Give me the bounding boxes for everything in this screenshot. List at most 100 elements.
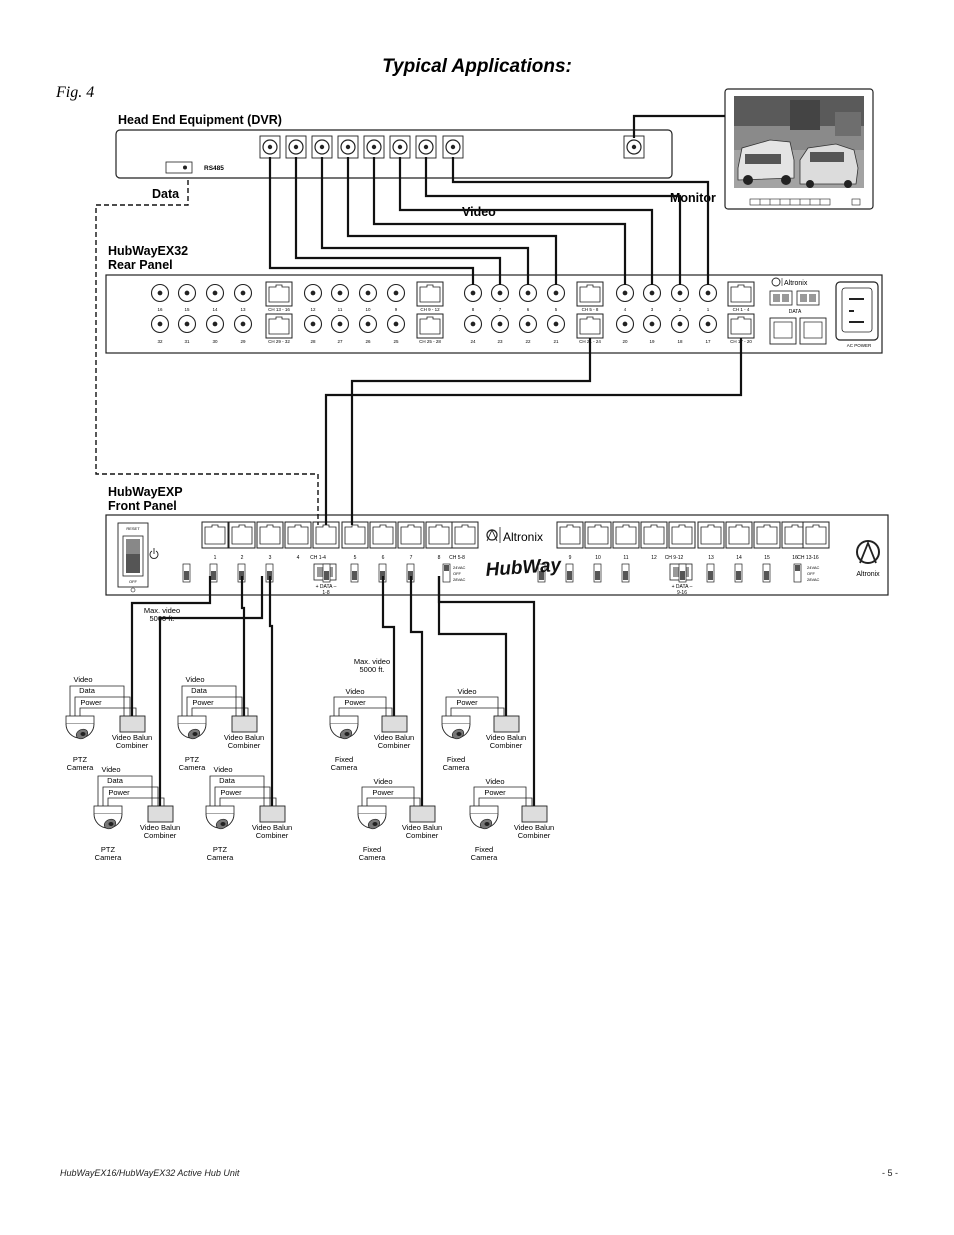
video-wire-label: Video [373,777,392,786]
balun-label-2: Combiner [378,741,411,750]
data-1-8-label: + DATA – [316,584,337,590]
dvr-bnc-4 [337,135,359,159]
ac-power-label: AC POWER [847,343,872,348]
front-right-channel-switch-5[interactable] [678,563,687,583]
rear-bottom-label: 29 [240,339,246,344]
voltage-option-label: 28VAC [807,577,819,582]
front-left-voltage-switch[interactable] [442,563,451,583]
front-right-channel-switch-8[interactable] [762,563,771,583]
video-wire-label: Video [185,675,204,684]
dvr-bnc-1 [259,135,281,159]
rear-bottom-label: 22 [525,339,531,344]
balun-label: Video Balun [224,733,264,742]
rear-top-label: 16 [157,307,163,312]
front-left-rj45-7 [397,521,425,549]
rear-bottom-label: 20 [622,339,628,344]
rear-bnc-bottom-2 [205,314,225,334]
balun-label-2: Combiner [490,741,523,750]
power-wire-label: Power [484,788,506,797]
rear-bnc-top-5 [303,283,323,303]
front-right-label: 13 [708,555,714,561]
front-left-channel-switch-1[interactable] [209,563,218,583]
rear-top-label: 4 [624,307,627,312]
rear-rj45-top-14 [576,281,604,307]
reset-label: RESET [126,526,140,531]
front-right-label: CH 13-16 [797,555,819,561]
monitor-screen-image [734,96,864,188]
camera-cable [158,576,264,806]
front-right-channel-switch-6[interactable] [706,563,715,583]
rear-bnc-top-8 [386,283,406,303]
camera-wires [209,775,277,806]
ac-power-socket [835,281,879,341]
rear-top-label: CH 13 - 16 [268,307,290,312]
front-left-rj45-3 [284,521,312,549]
video-wire-label: Video [485,777,504,786]
rear-top-label: 13 [240,307,246,312]
footer-left: HubWayEX16/HubWayEX32 Active Hub Unit [60,1168,240,1178]
camera-wires [333,696,393,716]
video-wire-label: Video [73,675,92,684]
power-wire-label: Power [80,698,102,707]
rear-top-label: 9 [395,307,398,312]
balun-label: Video Balun [514,823,554,832]
front-right-channel-switch-1[interactable] [565,563,574,583]
front-right-voltage-switch[interactable] [793,563,802,583]
camera-type-label: Fixed [363,845,381,854]
front-left-channel-switch-5[interactable] [322,563,331,583]
balun-label-2: Combiner [144,831,177,840]
rear-bnc-top-2 [205,283,225,303]
figure-label: Fig. 4 [55,84,94,101]
balun-label: Video Balun [402,823,442,832]
rear-bottom-label: 28 [310,339,316,344]
front-left-rj45-9 [451,521,479,549]
data-wire-label: Data [79,686,96,695]
rear-top-label: CH 9 - 12 [420,307,440,312]
camera-cable [437,576,536,806]
rear-bottom-label: 26 [365,339,371,344]
power-wire-label: Power [220,788,242,797]
rear-bnc-top-15 [615,283,635,303]
rear-brand-text: Altronix [784,280,808,287]
rear-bottom-label: 17 [705,339,711,344]
front-left-label: 5 [354,555,357,561]
max-video-note-2-line2: 5000 ft. [359,665,384,674]
front-right-channel-switch-0[interactable] [537,563,546,583]
camera-type-label: Fixed [335,755,353,764]
rear-top-label: 14 [212,307,218,312]
rear-top-label: 15 [184,307,190,312]
rear-bottom-label: 30 [212,339,218,344]
power-wire-label: Power [456,698,478,707]
rear-rj45-top-9 [416,281,444,307]
camera-wires [473,786,533,806]
rear-top-label: 1 [707,307,710,312]
front-right-label: CH 9-12 [665,555,684,561]
front-right-channel-switch-2[interactable] [593,563,602,583]
front-left-rj45-0 [201,521,229,549]
rear-top-label: 7 [499,307,502,312]
camera-label: Camera [443,763,471,772]
rear-bottom-label: 21 [553,339,559,344]
video-label: Video [462,205,496,219]
rear-bnc-bottom-10 [463,314,483,334]
front-left-rj45-6 [369,521,397,549]
video-cable-2 [294,157,502,285]
camera-label: Camera [331,763,359,772]
camera-label: Camera [359,853,387,862]
camera-label: Camera [67,763,95,772]
front-left-label: CH 5-8 [449,555,465,561]
rear-top-label: 11 [338,307,343,312]
front-right-channel-switch-7[interactable] [734,563,743,583]
balun-label-2: Combiner [256,831,289,840]
balun-label-2: Combiner [228,741,261,750]
rear-top-label: 2 [679,307,682,312]
rear-bnc-bottom-5 [303,314,323,334]
rear-bottom-label: 24 [470,339,476,344]
video-cable-3 [320,157,530,285]
front-right-channel-switch-3[interactable] [621,563,630,583]
front-left-channel-switch-0[interactable] [182,563,191,583]
rear-panel-title-1: HubWayEX32 [108,244,188,258]
voltage-option-label: 24VAC [807,565,819,570]
front-left-channel-switch-6[interactable] [350,563,359,583]
